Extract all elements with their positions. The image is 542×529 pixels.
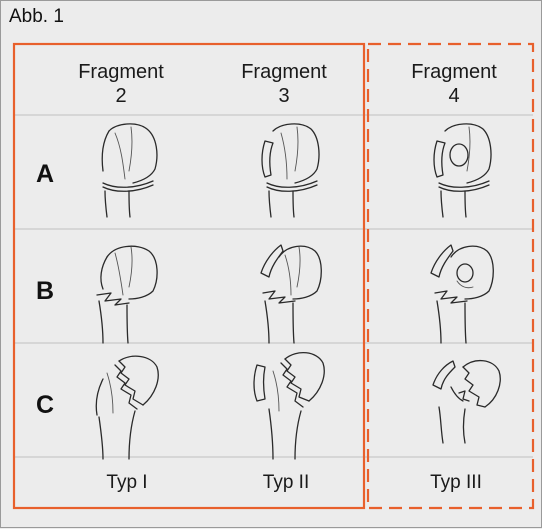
type-label-1: Typ I	[106, 472, 147, 493]
dashed-frame-type-3	[368, 44, 533, 508]
fracture-illustration-b3	[261, 245, 321, 343]
column-header-title-3: Fragment	[241, 61, 327, 83]
fracture-illustration-a2	[102, 124, 157, 217]
fracture-illustration-c4	[433, 361, 500, 443]
column-header-number-3: 3	[278, 85, 289, 107]
fracture-illustration-b4	[431, 245, 493, 343]
column-header-number-2: 2	[115, 85, 126, 107]
column-header-title-4: Fragment	[411, 61, 497, 83]
column-header-number-4: 4	[448, 85, 459, 107]
table-grid	[14, 115, 533, 457]
solid-frame-types-1-2	[14, 44, 364, 508]
row-label-a: A	[36, 160, 54, 188]
type-label-3: Typ III	[430, 472, 482, 493]
fracture-illustration-a3	[262, 124, 319, 217]
row-label-c: C	[36, 391, 54, 419]
row-label-b: B	[36, 277, 54, 305]
fracture-illustration-a4	[434, 124, 491, 217]
column-header-title-2: Fragment	[78, 61, 164, 83]
fracture-illustration-b2	[97, 246, 157, 343]
fracture-illustration-c3	[254, 353, 324, 459]
fracture-illustration-c2	[96, 356, 158, 459]
type-label-2: Typ II	[263, 472, 309, 493]
